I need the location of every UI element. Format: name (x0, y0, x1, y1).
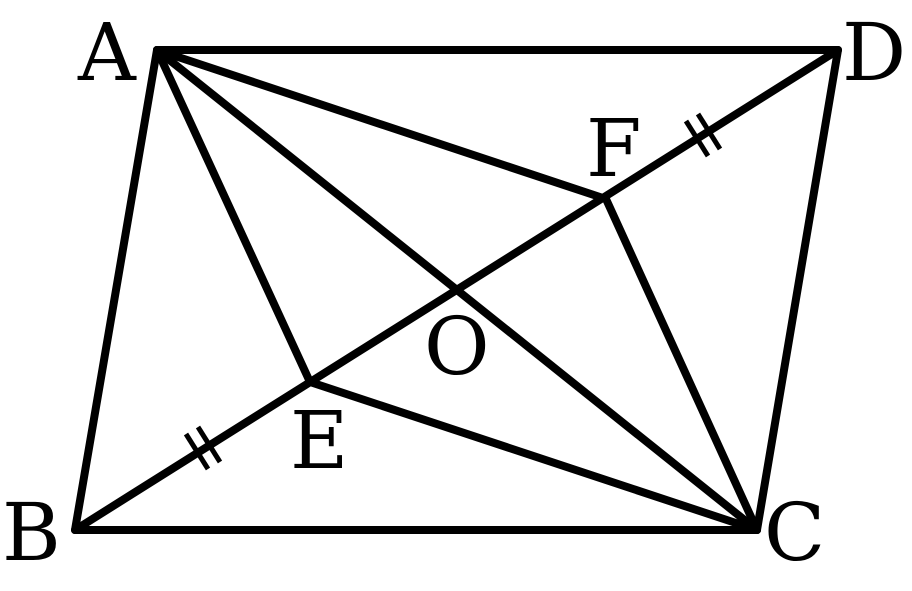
label-F: F (586, 102, 642, 195)
tick-mark-FD (683, 112, 723, 158)
label-C: C (764, 486, 825, 579)
label-B: B (2, 486, 61, 579)
label-E: E (290, 394, 348, 487)
segment-AF (153, 46, 610, 203)
label-D: D (842, 6, 906, 99)
tick-mark-BE (183, 425, 223, 471)
side-AB (71, 46, 161, 534)
segment-AE (153, 46, 314, 386)
label-O: O (424, 300, 490, 393)
side-DC (753, 46, 842, 534)
label-A: A (77, 6, 137, 99)
segment-FC (602, 195, 761, 534)
segment-EC (306, 378, 761, 534)
